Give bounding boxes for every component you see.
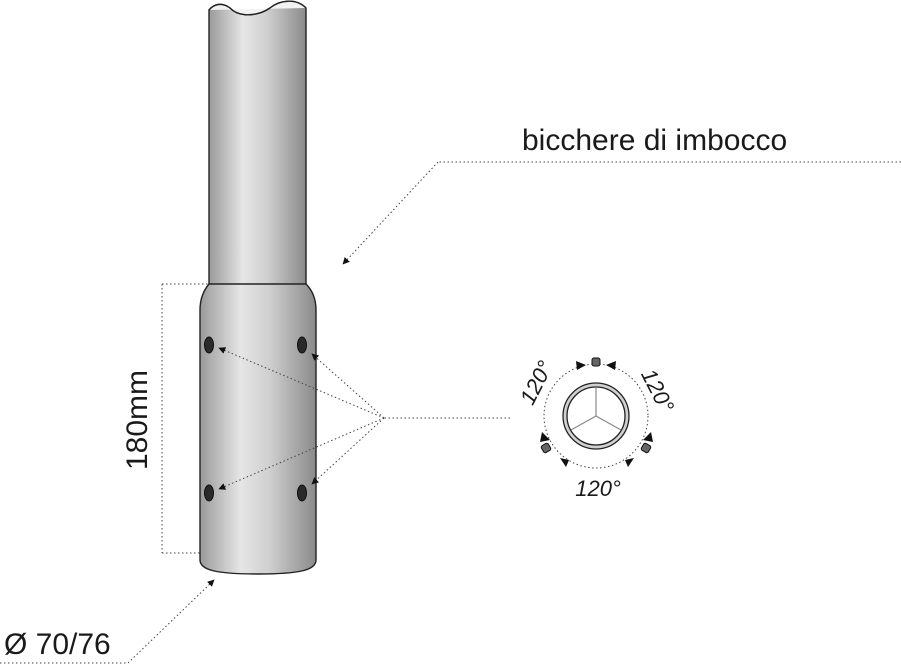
angle-label-left: 120° bbox=[515, 356, 558, 408]
bolt-hole-top-right bbox=[297, 336, 307, 354]
bolt-marker-top bbox=[591, 357, 601, 367]
angle-label-right: 120° bbox=[636, 365, 679, 417]
angle-arrows bbox=[540, 361, 653, 467]
bolt-holes bbox=[204, 336, 307, 502]
bolt-marker-right bbox=[640, 442, 652, 454]
angle-label-bottom: 120° bbox=[575, 476, 621, 501]
height-dimension bbox=[161, 283, 209, 554]
cross-section bbox=[540, 357, 653, 469]
diameter-leader bbox=[0, 579, 215, 664]
diameter-label: Ø 70/76 bbox=[4, 628, 111, 661]
title-leader bbox=[342, 161, 901, 265]
hole-leaders bbox=[218, 347, 510, 490]
sleeve-title: bicchere di imbocco bbox=[522, 124, 787, 157]
cross-section-spokes bbox=[570, 387, 622, 431]
pole-pipe bbox=[208, 0, 307, 288]
sleeve-pipe bbox=[199, 283, 317, 575]
bolt-hole-top-left bbox=[204, 336, 214, 354]
bolt-marker-left bbox=[540, 442, 552, 454]
bolt-hole-bottom-right bbox=[297, 484, 307, 502]
bolt-hole-bottom-left bbox=[204, 484, 214, 502]
height-label: 180mm bbox=[121, 370, 154, 470]
